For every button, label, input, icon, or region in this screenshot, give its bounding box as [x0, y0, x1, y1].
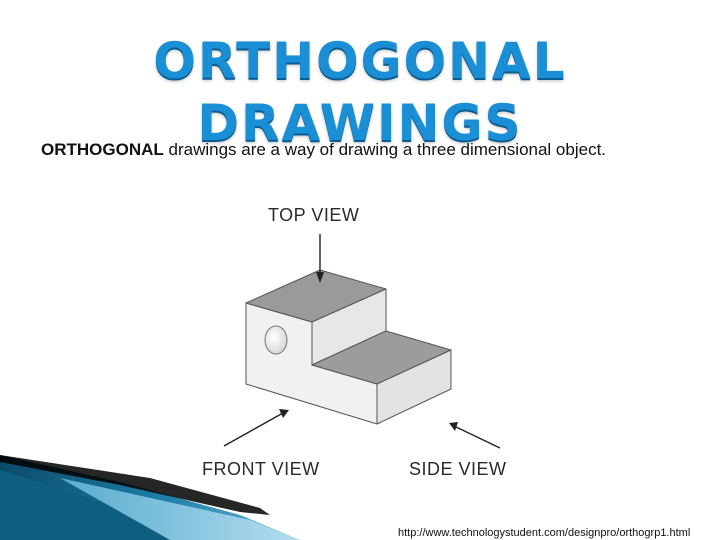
intro-rest: drawings are a way of drawing a three di… — [163, 140, 607, 159]
corner-swoosh — [0, 455, 300, 540]
intro-bold: ORTHOGONAL — [41, 140, 164, 159]
side-view-arrow — [453, 425, 501, 449]
top-view-label: TOP VIEW — [268, 205, 360, 225]
front-view-label: FRONT VIEW — [202, 459, 320, 479]
intro-text: ORTHOGONAL drawings are a way of drawing… — [41, 140, 701, 160]
hole-circle — [264, 325, 288, 355]
view-arrows — [223, 234, 501, 449]
front-view-arrow — [223, 412, 284, 447]
slide-title: ORTHOGONAL DRAWINGS — [153, 32, 567, 152]
side-view-label: SIDE VIEW — [409, 459, 507, 479]
source-url[interactable]: http://www.technologystudent.com/designp… — [398, 527, 691, 539]
right-side-face — [376, 349, 452, 425]
l-block — [245, 269, 452, 425]
